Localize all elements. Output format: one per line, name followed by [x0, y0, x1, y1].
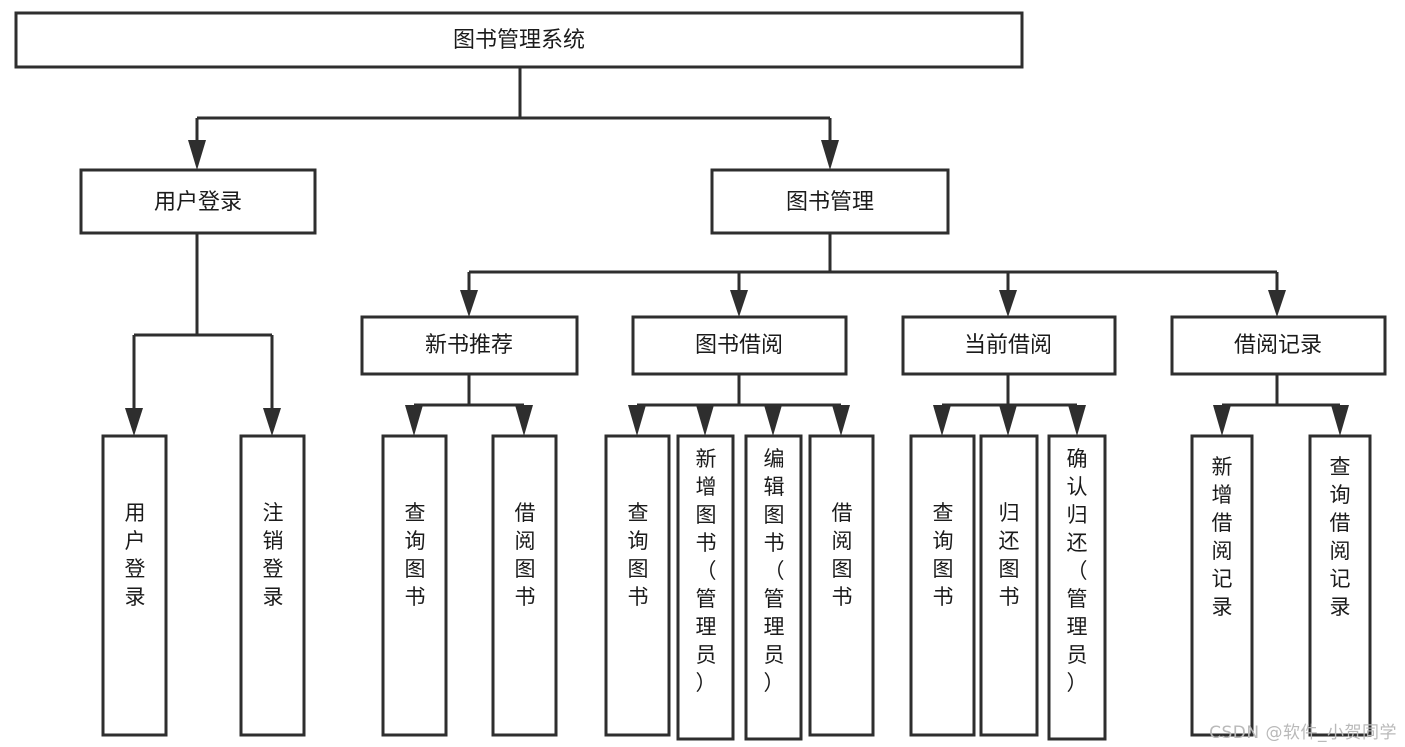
node-leaf-query-book-2[interactable]: 查询图书 — [604, 434, 671, 737]
arrow-leaf-borrow-book-1 — [515, 405, 533, 436]
arrow-to-book-borrow — [730, 290, 748, 317]
arrow-to-new-book-rec — [460, 290, 478, 317]
node-leaf-edit-book-label: 编辑图书（管理员） — [764, 447, 785, 695]
arrow-leaf-confirm-return — [1068, 405, 1086, 436]
arrow-to-current-borrow — [999, 290, 1017, 317]
node-book-borrow-label: 图书借阅 — [695, 333, 783, 358]
node-leaf-borrow-book-2-label: 借阅图书 — [832, 501, 853, 609]
node-leaf-add-record-label: 新增借阅记录 — [1212, 455, 1233, 619]
arrow-leaf-add-book — [696, 405, 714, 436]
node-leaf-confirm-return-label: 确认归还（管理员） — [1067, 447, 1088, 695]
node-user-login[interactable]: 用户登录 — [79, 168, 317, 235]
node-leaf-add-record[interactable]: 新增借阅记录 — [1190, 434, 1254, 737]
arrow-to-user-login — [188, 140, 206, 170]
arrow-leaf-user-login — [125, 408, 143, 436]
node-leaf-confirm-return[interactable]: 确认归还（管理员） — [1047, 434, 1107, 741]
node-user-login-box[interactable] — [79, 168, 317, 235]
arrow-leaf-edit-book — [764, 405, 782, 436]
node-leaf-query-book-3[interactable]: 查询图书 — [909, 434, 976, 737]
node-borrow-record[interactable]: 借阅记录 — [1170, 315, 1387, 376]
node-leaf-query-book-3-label: 查询图书 — [933, 501, 954, 609]
node-new-book-rec-label: 新书推荐 — [425, 333, 513, 358]
node-leaf-edit-book-box[interactable] — [744, 434, 803, 741]
node-leaf-add-record-box[interactable] — [1190, 434, 1254, 737]
node-book-manage-label: 图书管理 — [786, 190, 874, 215]
arrow-leaf-add-record — [1213, 405, 1231, 436]
node-leaf-query-book-2-box[interactable] — [604, 434, 671, 737]
node-book-borrow-box[interactable] — [631, 315, 848, 376]
arrow-leaf-query-book-1 — [405, 405, 423, 436]
node-leaf-query-book-3-box[interactable] — [909, 434, 976, 737]
arrow-leaf-query-book-3 — [933, 405, 951, 436]
node-book-manage-box[interactable] — [710, 168, 950, 235]
node-leaf-edit-book[interactable]: 编辑图书（管理员） — [744, 434, 803, 741]
node-book-manage[interactable]: 图书管理 — [710, 168, 950, 235]
node-current-borrow-box[interactable] — [901, 315, 1117, 376]
csdn-watermark: CSDN @软件_小贺同学 — [1209, 723, 1397, 743]
node-leaf-return-book-label: 归还图书 — [999, 501, 1020, 609]
node-root-label: 图书管理系统 — [453, 28, 585, 53]
arrow-leaf-query-record — [1331, 405, 1349, 436]
node-leaf-logout-login[interactable]: 注销登录 — [239, 434, 306, 737]
arrow-leaf-borrow-book-2 — [832, 405, 850, 436]
node-new-book-rec[interactable]: 新书推荐 — [360, 315, 579, 376]
node-borrow-record-box[interactable] — [1170, 315, 1387, 376]
node-book-borrow[interactable]: 图书借阅 — [631, 315, 848, 376]
node-leaf-query-book-1-box[interactable] — [381, 434, 448, 737]
node-leaf-return-book-box[interactable] — [979, 434, 1039, 737]
node-leaf-query-book-1-label: 查询图书 — [405, 501, 426, 609]
arrow-to-book-manage — [821, 140, 839, 170]
node-new-book-rec-box[interactable] — [360, 315, 579, 376]
node-leaf-add-book-label: 新增图书（管理员） — [696, 447, 717, 695]
node-root[interactable]: 图书管理系统 — [14, 11, 1024, 69]
arrow-leaf-logout-login — [263, 408, 281, 436]
node-leaf-query-record-box[interactable] — [1308, 434, 1372, 737]
node-leaf-query-record[interactable]: 查询借阅记录 — [1308, 434, 1372, 737]
node-borrow-record-label: 借阅记录 — [1234, 333, 1322, 358]
node-leaf-user-login-label: 用户登录 — [125, 501, 146, 609]
node-leaf-query-book-1[interactable]: 查询图书 — [381, 434, 448, 737]
arrow-leaf-return-book — [999, 405, 1017, 436]
node-leaf-borrow-book-2-box[interactable] — [808, 434, 875, 737]
node-user-login-label: 用户登录 — [154, 190, 242, 215]
edge-layer — [125, 67, 1349, 436]
node-leaf-add-book[interactable]: 新增图书（管理员） — [676, 434, 735, 741]
arrow-leaf-query-book-2 — [628, 405, 646, 436]
node-leaf-user-login-box[interactable] — [101, 434, 168, 737]
node-leaf-logout-login-box[interactable] — [239, 434, 306, 737]
node-leaf-add-book-box[interactable] — [676, 434, 735, 741]
node-leaf-logout-login-label: 注销登录 — [263, 501, 284, 609]
node-leaf-query-book-2-label: 查询图书 — [628, 501, 649, 609]
node-leaf-borrow-book-1-label: 借阅图书 — [515, 501, 536, 609]
node-current-borrow-label: 当前借阅 — [964, 333, 1052, 358]
node-leaf-query-record-label: 查询借阅记录 — [1330, 455, 1351, 619]
node-leaf-user-login[interactable]: 用户登录 — [101, 434, 168, 737]
node-leaf-borrow-book-1[interactable]: 借阅图书 — [491, 434, 558, 737]
node-leaf-return-book[interactable]: 归还图书 — [979, 434, 1039, 737]
node-leaf-borrow-book-2[interactable]: 借阅图书 — [808, 434, 875, 737]
node-current-borrow[interactable]: 当前借阅 — [901, 315, 1117, 376]
node-leaf-confirm-return-box[interactable] — [1047, 434, 1107, 741]
node-leaf-borrow-book-1-box[interactable] — [491, 434, 558, 737]
arrow-to-borrow-record — [1268, 290, 1286, 317]
node-root-box[interactable] — [14, 11, 1024, 69]
